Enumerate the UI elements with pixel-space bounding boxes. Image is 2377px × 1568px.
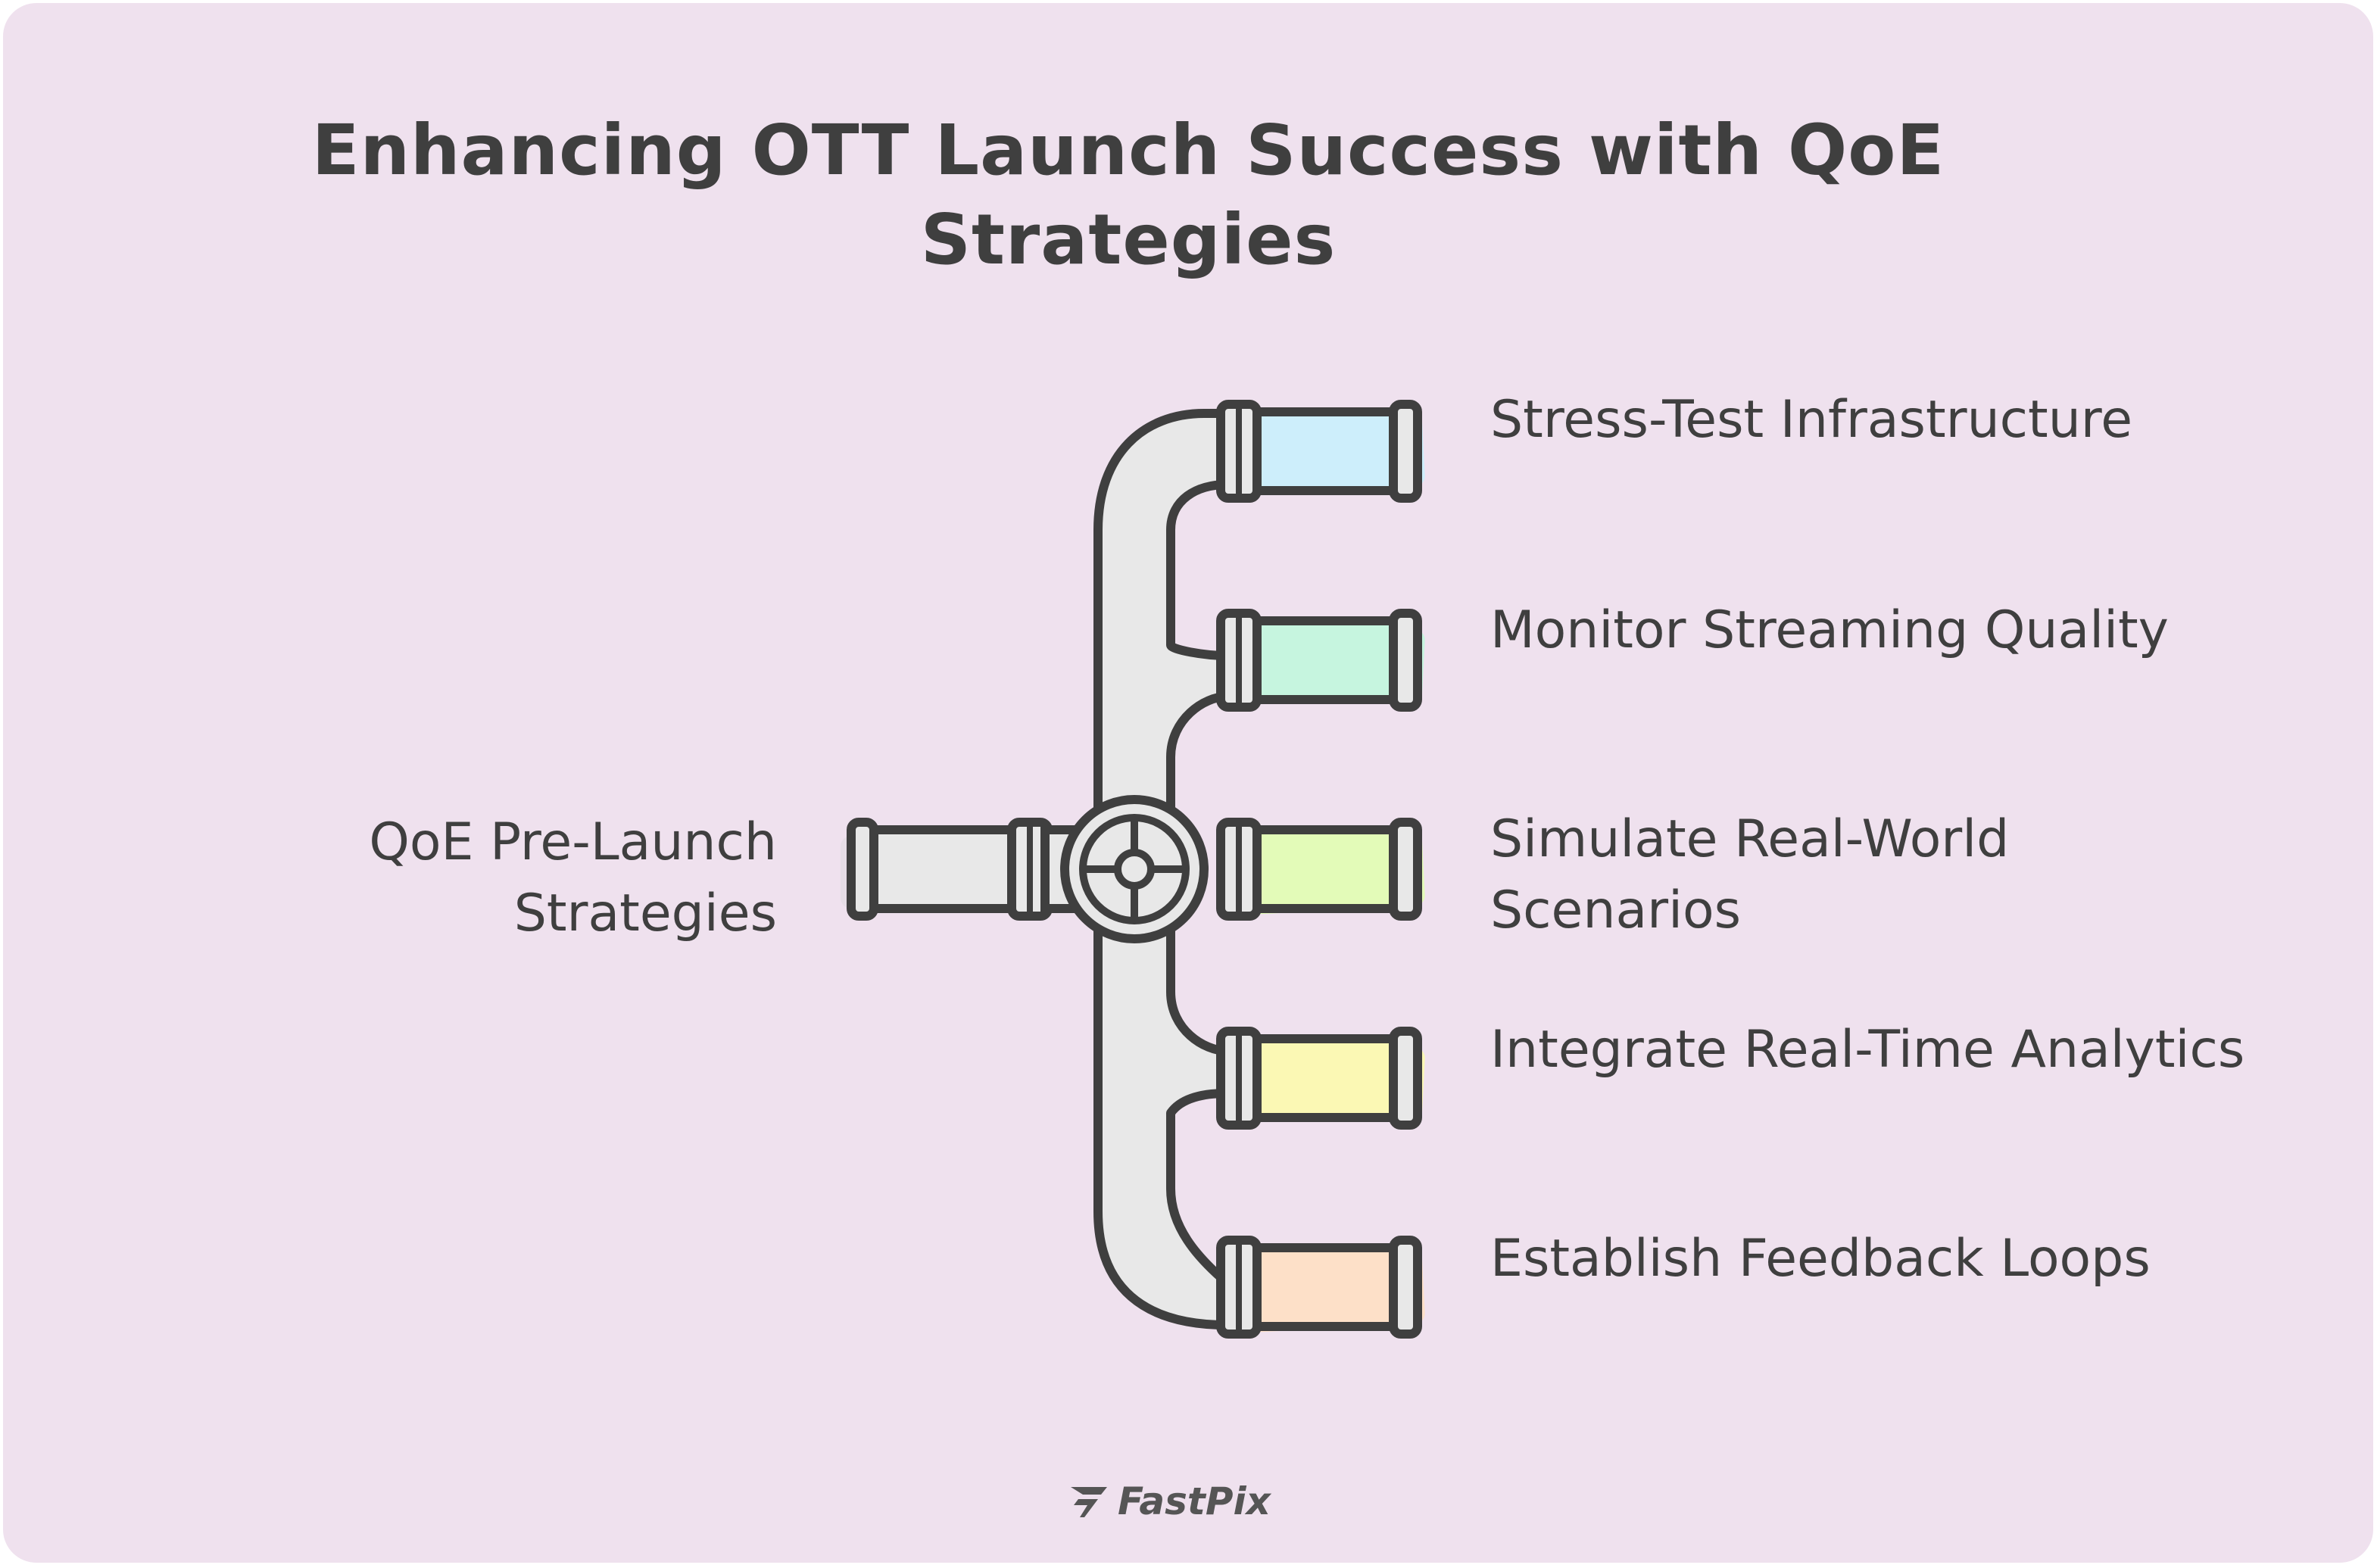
fastpix-logo-icon [1071,1487,1107,1517]
branch-pipe-1 [1216,400,1422,503]
branch-pipe-3 [1216,818,1422,921]
branch-label-4: Integrate Real-Time Analytics [1490,1020,2245,1080]
diagram-title: Enhancing OTT Launch Success with QoE St… [311,110,1945,280]
branch-label-5: Establish Feedback Loops [1490,1229,2151,1289]
branch-pipe-4 [1216,1027,1422,1130]
branch-label-3: Simulate Real-World Scenarios [1490,809,2010,940]
branch-pipes [1216,400,1422,1339]
branch-pipe-2 [1216,609,1422,712]
valve-wheel-icon [1060,795,1209,943]
footer-brand: FastPix [1118,1479,1271,1523]
branch-label-2: Monitor Streaming Quality [1490,600,2169,660]
footer-logo: FastPix [1068,1475,1271,1528]
branch-pipe-5 [1216,1236,1422,1339]
branch-label-1: Stress-Test Infrastructure [1490,390,2133,450]
root-label: QoE Pre-Launch Strategies [369,812,777,943]
